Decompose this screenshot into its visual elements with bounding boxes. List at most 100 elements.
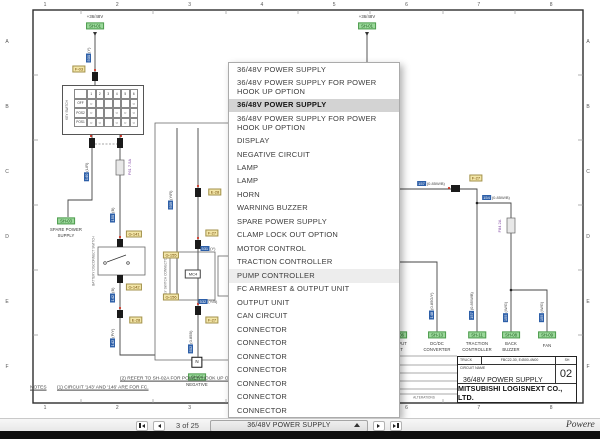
connector-id-badge: F-27 bbox=[205, 229, 219, 237]
page-list-item[interactable]: 36/48V POWER SUPPLY bbox=[229, 98, 399, 113]
wire-label: 157(0.85W/B) bbox=[417, 181, 445, 186]
component-label: NEGATIVE bbox=[186, 381, 208, 387]
component-label: CONTROLLER bbox=[462, 346, 492, 352]
sheet-ref-badge: SH-09 bbox=[538, 331, 556, 339]
page-list-item[interactable]: 36/48V POWER SUPPLY bbox=[237, 64, 327, 74]
grid-ref: 3 bbox=[188, 405, 191, 411]
company-name: MITSUBISHI LOGISNEXT CO., LTD. bbox=[458, 384, 563, 402]
page-list-item[interactable]: PUMP CONTROLLER bbox=[229, 269, 399, 283]
last-page-icon bbox=[393, 423, 397, 428]
page-list-item[interactable]: TRACTION CONTROLLER bbox=[237, 257, 333, 267]
page-select[interactable]: 36/48V POWER SUPPLY bbox=[209, 419, 368, 432]
page-list-item[interactable]: LAMP bbox=[237, 176, 259, 186]
first-page-button[interactable] bbox=[136, 420, 148, 431]
sheet-ref-badge: SH-01 bbox=[86, 22, 104, 30]
component-label: +36/48V bbox=[86, 13, 104, 19]
key-switch-cell: 6 bbox=[129, 89, 138, 99]
grid-ref: D bbox=[586, 234, 590, 240]
page-list-item[interactable]: CONNECTOR bbox=[237, 365, 287, 375]
page-select-value: 36/48V POWER SUPPLY bbox=[247, 422, 331, 429]
key-switch-cell: 5 bbox=[121, 89, 130, 99]
page-list-item[interactable]: CONNECTOR bbox=[237, 351, 287, 361]
last-page-button[interactable] bbox=[389, 420, 402, 431]
key-switch-connector-box bbox=[169, 251, 216, 301]
watermark-text: Powere bbox=[566, 420, 595, 430]
taskbar-strip bbox=[0, 431, 600, 439]
page-list-item[interactable]: NEGATIVE CIRCUIT bbox=[237, 149, 311, 159]
wire-label: 142(P/Y) bbox=[110, 328, 115, 348]
grid-ref: A bbox=[586, 39, 590, 45]
page-list-item[interactable]: CONNECTOR bbox=[237, 378, 287, 388]
page-list-item[interactable]: OUTPUT UNIT bbox=[237, 297, 290, 307]
grid-ref: F bbox=[5, 364, 9, 370]
connector-id-badge: F-27 bbox=[205, 316, 219, 324]
grid-ref: 7 bbox=[477, 405, 481, 411]
page-list-item[interactable]: WARNING BUZZER bbox=[237, 203, 308, 213]
grid-ref: 1 bbox=[43, 405, 47, 411]
wire-label: 509(Y/R) bbox=[168, 190, 173, 210]
grid-ref: 6 bbox=[405, 405, 408, 411]
grid-ref: 3 bbox=[188, 1, 191, 8]
previous-page-button[interactable] bbox=[153, 420, 165, 431]
page-list-item[interactable]: CONNECTOR bbox=[237, 405, 287, 415]
page-list-item[interactable]: CLAMP LOCK OUT OPTION bbox=[237, 230, 339, 240]
grid-ref: D bbox=[5, 234, 9, 240]
connector-id-badge: E-28 bbox=[129, 316, 143, 324]
page-list-item[interactable]: LAMP bbox=[237, 163, 259, 172]
component-label: DC/DC bbox=[430, 340, 444, 346]
page-list-item[interactable]: DISPLAY bbox=[237, 136, 270, 146]
wire-label: 154(0.85W/B) bbox=[482, 195, 510, 200]
next-page-button[interactable] bbox=[372, 420, 385, 431]
contact-mark: ○ bbox=[121, 117, 130, 127]
key-switch-cell: POS1 bbox=[74, 117, 87, 127]
grid-ref: 6 bbox=[405, 1, 408, 8]
contact-mark bbox=[95, 98, 104, 108]
key-switch-cell: 4 bbox=[112, 89, 121, 99]
component-box-label: MC4 bbox=[184, 269, 202, 279]
grid-ref: A bbox=[5, 39, 9, 45]
battery-disconnect-switch-box bbox=[97, 246, 146, 276]
wire-label: 140(L/R) bbox=[84, 162, 89, 182]
page-indicator: 3 of 25 bbox=[176, 421, 199, 430]
dropdown-open-arrow-icon bbox=[353, 423, 360, 428]
component-label: BACK bbox=[505, 340, 517, 346]
note-text: (2) REFER TO SH-02A FOR POWER HOOK UP OP… bbox=[120, 376, 245, 382]
fuse-symbol bbox=[506, 217, 516, 234]
grid-ref: 8 bbox=[549, 1, 553, 8]
page-list-item[interactable]: MOTOR CONTROL bbox=[237, 243, 307, 253]
connector-id-badge: F-27 bbox=[469, 174, 483, 182]
page-list-item[interactable]: 36/48V POWER SUPPLY FOR POWER HOOK UP OP… bbox=[237, 113, 377, 132]
sheet-ref-badge: SH-01 bbox=[358, 22, 376, 30]
component-label: KEY SWITCH CONNECTOR bbox=[163, 255, 168, 297]
page-list-item[interactable]: CONNECTOR bbox=[237, 338, 287, 348]
page-list-item[interactable]: SPARE POWER SUPPLY bbox=[237, 216, 328, 226]
page-list-item[interactable]: 36/48V POWER SUPPLY FOR POWER HOOK UP OP… bbox=[237, 77, 377, 96]
contact-mark: ○ bbox=[129, 98, 138, 108]
page-list-item[interactable]: HORN bbox=[237, 189, 260, 199]
component-label: CONVERTER bbox=[423, 346, 451, 352]
wire-label: 502(0.85B) bbox=[188, 330, 193, 354]
component-label: ALTERATIONS bbox=[413, 395, 435, 400]
sheet-ref-badge: SH-03 bbox=[57, 217, 75, 225]
grid-ref: 2 bbox=[115, 405, 119, 411]
page-list-item[interactable]: CONNECTOR bbox=[237, 324, 287, 334]
key-switch-cell: OFF bbox=[74, 98, 87, 108]
switch-contact bbox=[103, 261, 107, 265]
page-list-item[interactable]: CAN CIRCUIT bbox=[237, 311, 288, 321]
page-list-item[interactable]: FC ARMREST & OUTPUT UNIT bbox=[237, 284, 350, 294]
sheet-label: SH bbox=[564, 358, 570, 363]
truck-label: TRUCK bbox=[458, 357, 482, 364]
connector-id-badge: G-141 bbox=[125, 230, 143, 238]
grid-ref: B bbox=[586, 104, 590, 110]
contact-mark bbox=[104, 108, 113, 118]
page-list-item[interactable]: CONNECTOR bbox=[237, 392, 287, 402]
wire-label: 157(0.85W/B) bbox=[469, 292, 474, 320]
previous-page-icon bbox=[157, 423, 161, 428]
sheet-ref-badge: SH-04 bbox=[188, 373, 206, 381]
contact-mark: ○ bbox=[87, 98, 96, 108]
connector-id-badge: E-28 bbox=[208, 188, 222, 196]
contact-mark: ○ bbox=[129, 117, 138, 127]
key-switch-cell: 1 bbox=[87, 89, 96, 99]
